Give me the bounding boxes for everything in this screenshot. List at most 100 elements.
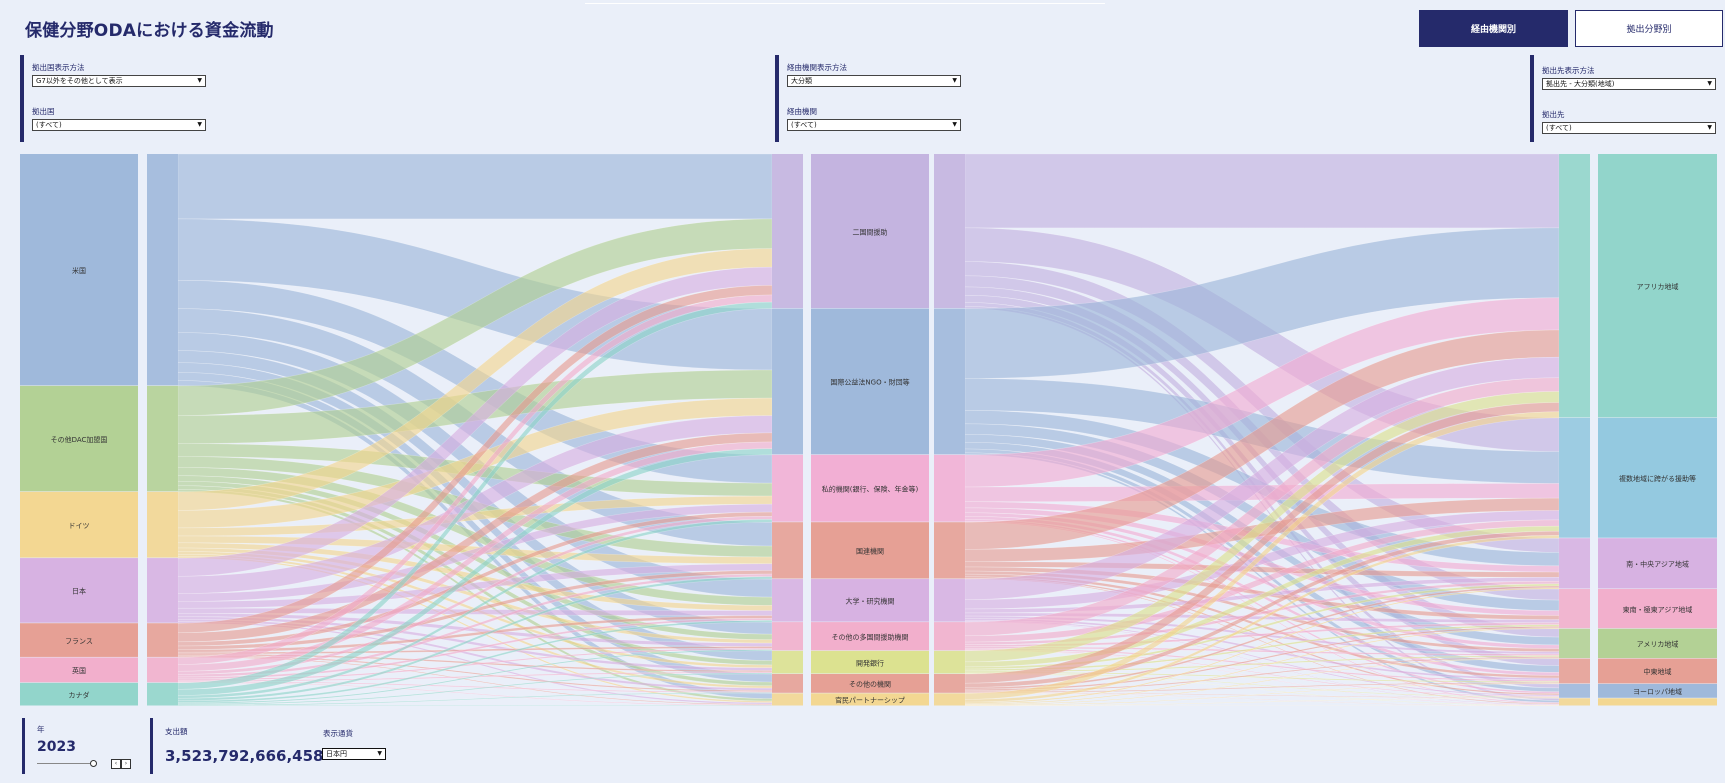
year-slider[interactable]: ‹ › — [37, 759, 131, 769]
channel-bar-right-node-4 — [934, 579, 965, 622]
channel-bar-left-node-8 — [772, 693, 803, 706]
channel-bar-right-node-5 — [934, 622, 965, 651]
year-label: 年 — [37, 725, 45, 734]
donor-node-0 — [20, 154, 138, 386]
channel-node-3 — [811, 522, 929, 579]
channel-value: (すべて) — [791, 121, 817, 129]
recipient-bar-node-1 — [1559, 417, 1590, 538]
recipient-label-6: ヨーロッパ地域 — [1633, 687, 1682, 696]
donor-bar-node-1 — [147, 385, 178, 492]
donor-select[interactable]: (すべて) ▼ — [32, 119, 206, 131]
channel-filter-group: 経由機関表示方法 大分類 ▼ 経由機関 (すべて) ▼ — [775, 55, 961, 142]
donor-bar-node-5 — [147, 657, 178, 683]
channel-node-1 — [811, 308, 929, 455]
recipient-bar-node-4 — [1559, 628, 1590, 659]
recipient-display-select[interactable]: 拠出先 - 大分類(地域) ▼ — [1542, 78, 1716, 90]
channel-label-1: 国際公益法NGO・財団等 — [830, 378, 909, 387]
channel-bar-right-node-8 — [934, 693, 965, 706]
recipient-display-label: 拠出先表示方法 — [1542, 66, 1595, 75]
recipient-filter-group: 拠出先表示方法 拠出先 - 大分類(地域) ▼ 拠出先 (すべて) ▼ — [1530, 55, 1716, 142]
amount-label: 支出額 — [165, 727, 188, 736]
channel-label-3: 国連機関 — [856, 547, 884, 556]
recipient-select[interactable]: (すべて) ▼ — [1542, 122, 1716, 134]
channel-bar-right-node-2 — [934, 454, 965, 522]
next-year-icon[interactable]: › — [121, 759, 131, 769]
currency-value: 日本円 — [326, 750, 347, 758]
recipient-node-7 — [1598, 698, 1717, 706]
recipient-node-0 — [1598, 154, 1717, 418]
year-slider-handle[interactable] — [90, 760, 97, 767]
recipient-node-3 — [1598, 588, 1717, 629]
recipient-label-4: アメリカ地域 — [1637, 640, 1679, 649]
recipient-label-5: 中東地域 — [1644, 667, 1672, 676]
donor-label-6: カナダ — [69, 690, 90, 699]
donor-channel-link-6-8 — [177, 705, 773, 706]
channel-bar-right-node-3 — [934, 522, 965, 579]
channel-bar-left-node-4 — [772, 579, 803, 622]
channel-bar-right-node-0 — [934, 154, 965, 309]
donor-label-3: 日本 — [72, 587, 86, 596]
donor-display-label: 拠出国表示方法 — [32, 63, 85, 72]
channel-bar-right-node-6 — [934, 650, 965, 674]
donor-label-0: 米国 — [72, 266, 86, 275]
page-title: 保健分野ODAにおける資金流動 — [25, 21, 274, 41]
recipient-label-0: アフリカ地域 — [1637, 282, 1679, 291]
donor-label-5: 英国 — [72, 666, 86, 675]
recipient-value: (すべて) — [1546, 124, 1572, 132]
donor-channel-link-0-0 — [177, 154, 773, 220]
dropdown-arrow-icon: ▼ — [197, 77, 202, 84]
channel-node-6 — [811, 650, 929, 674]
dropdown-arrow-icon: ▼ — [197, 121, 202, 128]
channel-bar-left-node-0 — [772, 154, 803, 309]
channel-node-0 — [811, 154, 929, 309]
recipient-node-2 — [1598, 538, 1717, 589]
recipient-node-4 — [1598, 628, 1717, 659]
recipient-bar-node-2 — [1559, 538, 1590, 589]
channel-node-8 — [811, 693, 929, 706]
channel-node-4 — [811, 579, 929, 622]
donor-label-4: フランス — [65, 637, 93, 645]
recipient-bar-node-0 — [1559, 154, 1590, 418]
year-slider-track — [37, 763, 93, 764]
channel-display-select[interactable]: 大分類 ▼ — [787, 75, 961, 87]
channel-select[interactable]: (すべて) ▼ — [787, 119, 961, 131]
donor-value: (すべて) — [36, 121, 62, 129]
sector-view-button[interactable]: 拠出分野別 — [1575, 10, 1723, 47]
channel-recipient-link-8-3 — [964, 627, 1560, 705]
channel-recipient-link-0-0 — [964, 154, 1560, 229]
donor-node-1 — [20, 385, 138, 492]
dropdown-arrow-icon: ▼ — [377, 750, 382, 757]
recipient-display-value: 拠出先 - 大分類(地域) — [1546, 80, 1615, 88]
dropdown-arrow-icon: ▼ — [952, 121, 957, 128]
channel-bar-left-node-5 — [772, 622, 803, 651]
channel-label-4: 大学・研究機関 — [846, 597, 895, 606]
donor-display-select[interactable]: G7以外をその他として表示 ▼ — [32, 75, 206, 87]
channel-node-2 — [811, 454, 929, 522]
channel-label-6: 開発銀行 — [856, 658, 884, 667]
donor-bar-node-4 — [147, 623, 178, 657]
channel-node-5 — [811, 622, 929, 651]
donor-label-1: その他DAC加盟国 — [51, 435, 108, 444]
donor-filter-group: 拠出国表示方法 G7以外をその他として表示 ▼ 拠出国 (すべて) ▼ — [20, 55, 206, 142]
channel-label-0: 二国間援助 — [853, 227, 888, 236]
donor-node-2 — [20, 491, 138, 558]
recipient-node-6 — [1598, 683, 1717, 698]
currency-select[interactable]: 日本円 ▼ — [322, 748, 386, 760]
sankey-links — [177, 154, 1560, 706]
channel-label-7: その他の機関 — [849, 680, 891, 689]
recipient-label-1: 複数地域に跨がる援助等 — [1619, 474, 1696, 483]
channel-view-button[interactable]: 経由機関別 — [1419, 10, 1568, 47]
donor-label: 拠出国 — [32, 107, 55, 116]
amount-value: 3,523,792,666,458 — [165, 747, 324, 765]
year-group: 年 2023 ‹ › — [22, 718, 131, 774]
channel-bar-left-node-7 — [772, 673, 803, 693]
recipient-bar-node-5 — [1559, 658, 1590, 684]
recipient-bar-node-3 — [1559, 588, 1590, 629]
donor-node-5 — [20, 657, 138, 683]
donor-bar-node-2 — [147, 491, 178, 558]
prev-year-icon[interactable]: ‹ — [111, 759, 121, 769]
channel-label-2: 私的機関(銀行、保険、年金等) — [822, 485, 919, 494]
donor-bar-node-0 — [147, 154, 178, 386]
recipient-node-5 — [1598, 658, 1717, 684]
dropdown-arrow-icon: ▼ — [1707, 124, 1712, 131]
